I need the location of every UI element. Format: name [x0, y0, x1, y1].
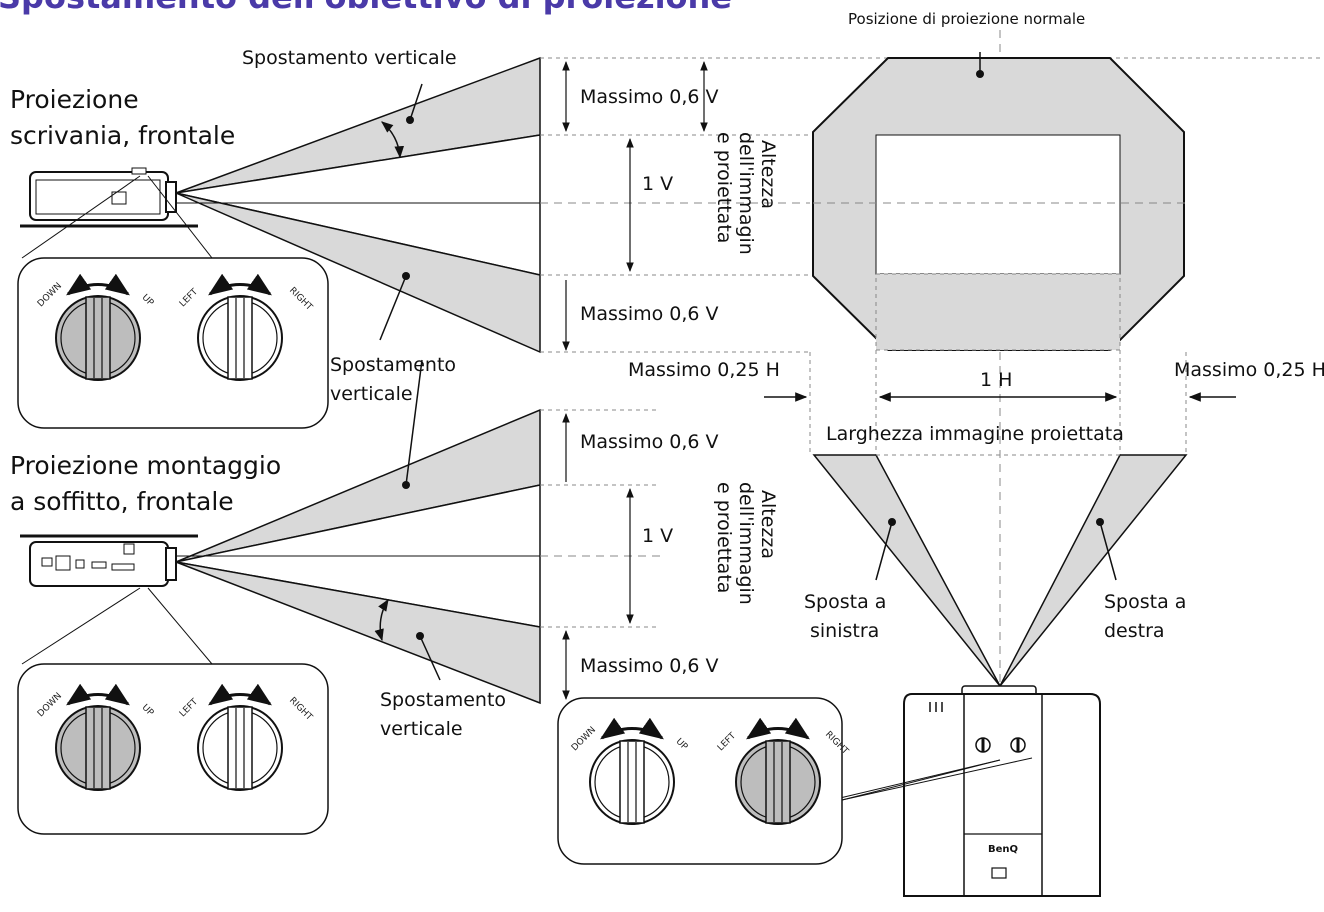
ceiling-lower-wedge	[175, 561, 541, 705]
desk-title-line2: scrivania, frontale	[10, 121, 235, 150]
desk-one-v: 1 V	[642, 173, 673, 195]
max-h-left: Massimo 0,25 H	[628, 359, 780, 381]
ceiling-max-v-bottom: Massimo 0,6 V	[580, 655, 719, 677]
ceiling-vshift-line1: Spostamento	[380, 689, 506, 711]
desk-section: Proiezione scrivania, frontale Spostamen…	[10, 47, 1320, 429]
shift-right-line1: Sposta a	[1104, 591, 1186, 613]
ceiling-vshift-line2: verticale	[380, 718, 463, 740]
desk-max-v-bottom: Massimo 0,6 V	[580, 303, 719, 325]
normal-position-label: Posizione di proiezione normale	[848, 10, 1085, 28]
ceiling-one-v: 1 V	[642, 525, 673, 547]
shift-right-line2: destra	[1104, 620, 1165, 642]
desk-max-v-top: Massimo 0,6 V	[580, 86, 719, 108]
ceiling-max-v-top: Massimo 0,6 V	[580, 431, 719, 453]
desk-title-line1: Proiezione	[10, 85, 139, 114]
desk-height-line3: e proiettata	[713, 132, 735, 243]
ceiling-title-line1: Proiezione montaggio	[10, 451, 281, 480]
brand-logo: BenQ	[988, 844, 1018, 855]
ceiling-title-line2: a soffitto, frontale	[10, 487, 234, 516]
max-h-right: Massimo 0,25 H	[1174, 359, 1324, 381]
desk-projector	[20, 167, 198, 228]
screen-section: Posizione di proiezione normale Massimo …	[557, 10, 1324, 897]
desk-height-line2: dell'immagin	[735, 132, 757, 255]
desk-height-line1: Altezza	[757, 140, 779, 209]
front-projector: BenQ	[903, 685, 1101, 897]
shift-left-line1: Sposta a	[804, 591, 886, 613]
header-title: Spostamento dell'obiettivo di proiezione	[0, 0, 732, 16]
shift-left-line2: sinistra	[810, 620, 879, 642]
desk-vshift2-line2: verticale	[330, 383, 413, 405]
one-h-label: 1 H	[980, 369, 1012, 391]
ceiling-height-line2: dell'immagin	[735, 482, 757, 605]
ceiling-projector	[20, 534, 198, 587]
normal-image-area	[875, 134, 1121, 275]
ceiling-section: Proiezione montaggio a soffitto, frontal…	[10, 359, 779, 835]
ceiling-height-line3: e proiettata	[713, 482, 735, 593]
desk-vshift2-line1: Spostamento	[330, 354, 456, 376]
width-label: Larghezza immagine proiettata	[826, 423, 1124, 445]
desk-lower-wedge	[175, 192, 541, 354]
shift-right-wedge	[999, 454, 1188, 687]
shift-left-wedge	[812, 454, 1001, 687]
desk-vshift-label: Spostamento verticale	[242, 47, 457, 69]
ceiling-height-line1: Altezza	[757, 490, 779, 559]
